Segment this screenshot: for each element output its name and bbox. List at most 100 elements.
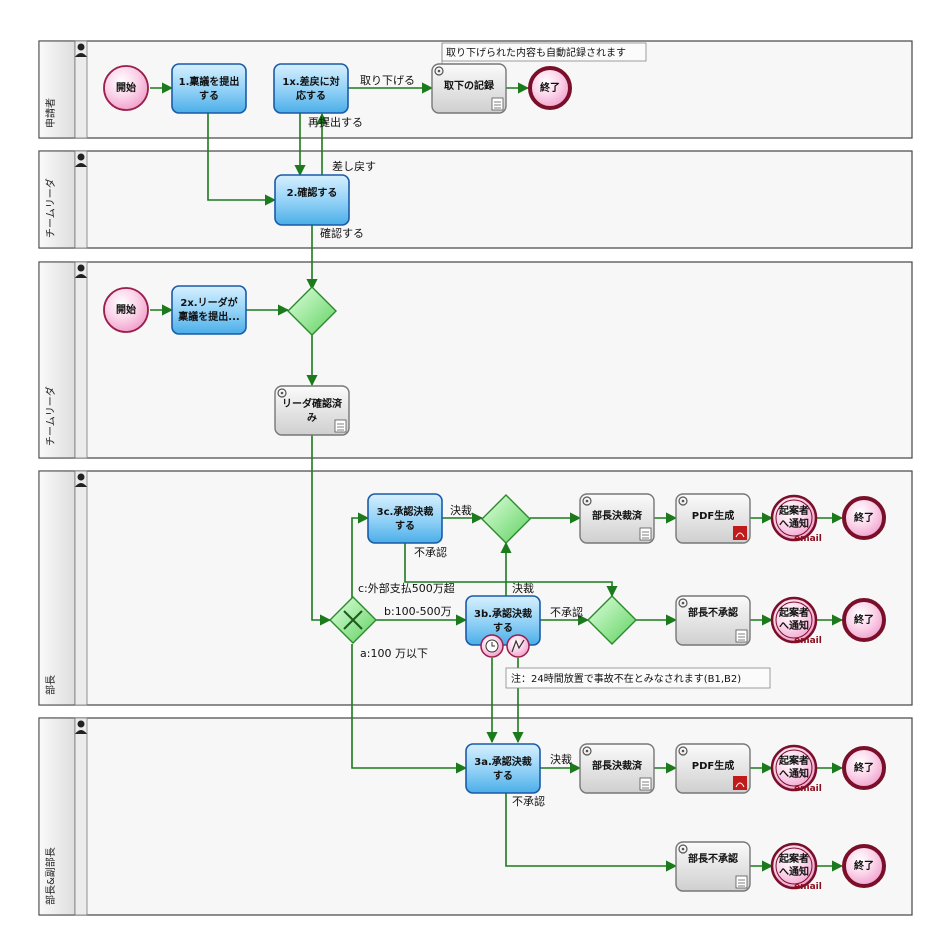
flow-label-b: b:100-500万	[384, 605, 452, 618]
notify-label: へ通知	[779, 517, 809, 530]
flow-reject3	[505, 793, 678, 872]
flow-label-sendback: 差し戻す	[332, 159, 376, 173]
gateway-amount-xor[interactable]	[329, 596, 377, 644]
flow-labels: 取り下げる 再提出する 差し戻す 確認する 決裁 不承認 決裁 不承認 c:外部…	[308, 74, 583, 808]
end-event-label: 終了	[540, 81, 560, 94]
task-label: 稟議を提出...	[177, 310, 239, 323]
flow-label-decide2: 決裁	[512, 582, 534, 595]
end-event-deputy-rejected[interactable]: 終了	[842, 844, 886, 888]
notify-label: 起案者	[778, 504, 809, 517]
task-label: PDF生成	[692, 759, 734, 772]
note-withdraw-text: 取り下げられた内容も自動記録されます	[446, 46, 626, 59]
start-event-applicant[interactable]: 開始	[103, 65, 149, 111]
person-icon	[75, 43, 87, 57]
gateway-leader-merge[interactable]	[287, 286, 337, 336]
person-icon	[75, 264, 87, 278]
lane-manager: 部長	[38, 470, 913, 706]
start-event-leader[interactable]: 開始	[103, 287, 149, 333]
gateway-rejected-merge[interactable]	[587, 595, 637, 645]
flow-label-reject1: 不承認	[414, 545, 447, 559]
notify-applicant-email-4[interactable]: 起案者 へ通知 email	[770, 842, 822, 892]
gateway-approved-merge[interactable]	[481, 494, 531, 544]
flow-label-withdraw: 取り下げる	[360, 74, 415, 87]
task-submit[interactable]: 1.稟議を提出 する	[171, 63, 247, 114]
gear-icon	[582, 746, 592, 756]
task-pdf-generate-1[interactable]: PDF生成	[675, 493, 751, 544]
flow-label-decide3: 決裁	[550, 753, 572, 766]
escalation-event-icon[interactable]	[506, 634, 530, 658]
lane-team-leader-2: チームリーダ	[38, 261, 913, 459]
timer-event-icon[interactable]	[480, 634, 504, 658]
flow-label-reject3: 不承認	[512, 794, 545, 808]
calculator-icon	[334, 419, 347, 433]
task-label: PDF生成	[692, 509, 734, 522]
notify-applicant-email-3[interactable]: 起案者 へ通知 email	[770, 744, 822, 794]
task-label: 3a.承認決裁	[474, 755, 532, 768]
task-approve-3b[interactable]: 3b.承認決裁 する	[465, 595, 541, 646]
flow-label-confirm: 確認する	[320, 226, 364, 240]
task-label: する	[493, 770, 513, 782]
pdf-icon	[733, 526, 747, 540]
task-confirm[interactable]: 2.確認する	[274, 174, 350, 226]
task-manager-approved-2[interactable]: 部長決裁済	[579, 743, 655, 794]
gear-icon	[434, 66, 444, 76]
task-manager-rejected-2[interactable]: 部長不承認	[675, 841, 751, 892]
flow-label-a: a:100 万以下	[360, 647, 428, 660]
email-label: email	[794, 784, 822, 794]
email-label: email	[794, 636, 822, 646]
notify-label: へ通知	[779, 767, 809, 780]
task-handle-sendback[interactable]: 1x.差戻に対 応する	[273, 63, 349, 114]
task-label: 部長不承認	[688, 852, 738, 865]
task-label: 1.稟議を提出	[179, 75, 240, 88]
task-withdraw-record[interactable]: 取下の記録	[431, 63, 507, 114]
end-event-label: 終了	[854, 613, 874, 626]
task-label: 3c.承認決裁	[377, 505, 434, 518]
end-event-applicant[interactable]: 終了	[528, 66, 572, 110]
notify-label: 起案者	[778, 606, 809, 619]
task-manager-rejected-1[interactable]: 部長不承認	[675, 595, 751, 646]
end-event-label: 終了	[854, 859, 874, 872]
task-label: 2x.リーダが	[180, 296, 238, 309]
end-event-manager-rejected[interactable]: 終了	[842, 598, 886, 642]
notify-applicant-email-2[interactable]: 起案者 へ通知 email	[770, 596, 822, 646]
task-approve-3c[interactable]: 3c.承認決裁 する	[367, 493, 443, 544]
notify-applicant-email-1[interactable]: 起案者 へ通知 email	[770, 494, 822, 544]
task-label: 部長決裁済	[592, 509, 643, 522]
task-leader-confirmed[interactable]: リーダ確認済 み	[274, 385, 350, 436]
task-label: する	[493, 622, 513, 634]
end-event-label: 終了	[854, 511, 874, 524]
calculator-icon	[639, 777, 652, 791]
lane-manager-deputy: 部長&副部長	[38, 717, 913, 916]
end-event-deputy-approved[interactable]: 終了	[842, 746, 886, 790]
task-label: 部長不承認	[688, 606, 738, 619]
flow-label-reject2: 不承認	[550, 605, 583, 619]
gear-icon	[277, 388, 287, 398]
task-approve-3a[interactable]: 3a.承認決裁 する	[465, 743, 541, 794]
task-label: 応する	[296, 89, 326, 102]
task-pdf-generate-2[interactable]: PDF生成	[675, 743, 751, 794]
person-icon	[75, 153, 87, 167]
task-label: 部長決裁済	[592, 759, 643, 772]
pdf-icon	[733, 776, 747, 790]
task-label: リーダ確認済	[282, 397, 343, 410]
flow-reject1	[404, 543, 618, 598]
gear-icon	[678, 598, 688, 608]
start-event-label: 開始	[116, 303, 136, 316]
end-event-manager-approved[interactable]: 終了	[842, 496, 886, 540]
task-label: する	[395, 520, 415, 532]
lane-label: 部長	[44, 675, 57, 695]
notify-label: 起案者	[778, 852, 809, 865]
task-label: 取下の記録	[444, 79, 495, 92]
task-manager-approved-1[interactable]: 部長決裁済	[579, 493, 655, 544]
gear-icon	[678, 844, 688, 854]
lane-label: チームリーダ	[44, 178, 57, 238]
task-label: み	[307, 412, 317, 424]
start-event-label: 開始	[116, 81, 136, 94]
notify-label: へ通知	[779, 619, 809, 632]
flow-label-c: c:外部支払500万超	[358, 581, 455, 595]
lane-label: 部長&副部長	[44, 847, 57, 905]
task-leader-submit[interactable]: 2x.リーダが 稟議を提出...	[171, 285, 247, 335]
flow-a	[351, 644, 468, 774]
calculator-icon	[491, 97, 504, 111]
flow-leader-xor	[311, 435, 332, 626]
